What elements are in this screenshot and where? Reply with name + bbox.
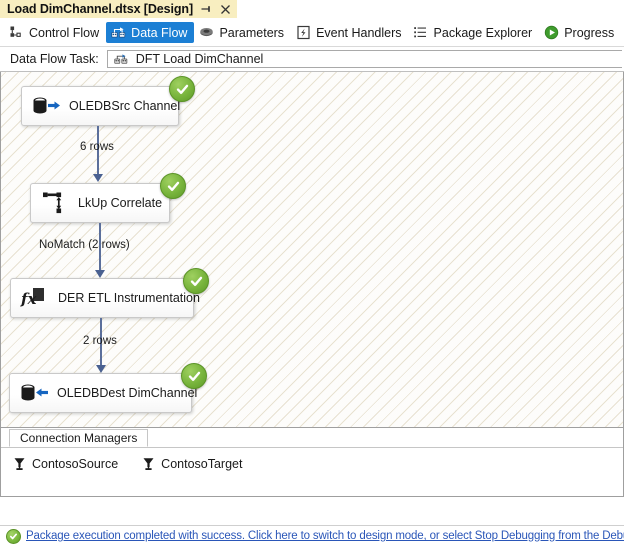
status-badge-success-2 — [160, 173, 186, 199]
document-tab[interactable]: Load DimChannel.dtsx [Design] — [0, 0, 238, 18]
data-flow-task-label: Data Flow Task: — [10, 52, 99, 66]
tab-package-explorer[interactable]: Package Explorer — [409, 22, 540, 43]
oledb-destination-icon — [17, 376, 51, 410]
data-flow-task-icon — [113, 51, 129, 67]
node-oledbdest-dimchannel-label: OLEDBDest DimChannel — [57, 386, 198, 400]
connection-manager-contososource[interactable]: ContosoSource — [11, 456, 118, 472]
edge-label-nomatch: NoMatch (2 rows) — [39, 239, 130, 251]
node-der-etl-instrumentation[interactable]: fx DER ETL Instrumentation — [10, 278, 200, 318]
status-message-link[interactable]: Package execution completed with success… — [26, 530, 624, 542]
pin-icon[interactable] — [201, 4, 212, 15]
connection-managers-tabstrip: Connection Managers — [1, 428, 623, 448]
node-lkup-correlate-label: LkUp Correlate — [78, 196, 163, 210]
edge-arrow-2 — [95, 270, 105, 278]
tab-data-flow[interactable]: Data Flow — [106, 22, 195, 43]
tab-control-flow-label: Control Flow — [29, 25, 100, 40]
success-check-icon — [6, 528, 21, 544]
tab-connection-managers-label: Connection Managers — [20, 431, 138, 445]
close-icon[interactable] — [220, 4, 231, 15]
tab-event-handlers[interactable]: Event Handlers — [291, 22, 408, 43]
derived-column-icon: fx — [18, 281, 52, 315]
document-tab-title: Load DimChannel.dtsx [Design] — [7, 2, 194, 16]
tab-progress[interactable]: Progress — [539, 22, 621, 43]
tab-connection-managers[interactable]: Connection Managers — [9, 429, 149, 447]
oledb-source-icon — [29, 89, 63, 123]
package-explorer-icon — [413, 25, 429, 41]
edge-label-2-rows: 2 rows — [83, 335, 117, 347]
tab-package-explorer-label: Package Explorer — [433, 25, 533, 40]
document-tab-bar: Load DimChannel.dtsx [Design] — [0, 0, 624, 19]
edge-line-2 — [99, 223, 101, 272]
parameters-icon — [198, 25, 214, 41]
edge-arrow-1 — [93, 174, 103, 182]
connection-manager-contosotarget-label: ContosoTarget — [161, 457, 243, 471]
pane-spacer — [0, 497, 624, 525]
edge-label-6-rows: 6 rows — [80, 141, 114, 153]
tab-data-flow-label: Data Flow — [131, 25, 188, 40]
lookup-icon — [38, 186, 72, 220]
tab-event-handlers-label: Event Handlers — [316, 25, 402, 40]
edge-arrow-3 — [96, 365, 106, 373]
status-badge-success-4 — [181, 363, 207, 389]
designer-tab-strip: Control Flow Data Flow Parameters — [0, 19, 624, 47]
connection-manager-contososource-label: ContosoSource — [32, 457, 119, 471]
progress-icon — [543, 25, 559, 41]
data-flow-task-dropdown[interactable]: DFT Load DimChannel — [106, 50, 622, 68]
status-badge-success-3 — [183, 268, 209, 294]
edge-line-1 — [97, 126, 99, 176]
status-badge-success-1 — [169, 76, 195, 102]
connection-managers-list: ContosoSource ContosoTarget — [1, 448, 623, 472]
node-oledbsrc-channel[interactable]: OLEDBSrc Channel — [21, 86, 180, 126]
data-flow-canvas[interactable]: OLEDBSrc Channel 6 rows LkUp Correlate — [0, 72, 624, 427]
connection-manager-contosotarget[interactable]: ContosoTarget — [140, 456, 242, 472]
control-flow-icon — [8, 25, 24, 41]
data-flow-task-value: DFT Load DimChannel — [135, 52, 264, 66]
connection-managers-pane: Connection Managers ContosoSource — [0, 427, 624, 497]
connection-icon — [140, 456, 156, 472]
edge-line-3 — [100, 318, 102, 367]
status-bar: Package execution completed with success… — [0, 525, 624, 546]
tab-progress-label: Progress — [564, 25, 615, 40]
tab-parameters[interactable]: Parameters — [194, 22, 291, 43]
svg-text:fx: fx — [20, 290, 37, 308]
data-flow-icon — [110, 25, 126, 41]
tab-control-flow[interactable]: Control Flow — [4, 22, 106, 43]
node-oledbsrc-channel-label: OLEDBSrc Channel — [69, 99, 181, 113]
node-oledbdest-dimchannel[interactable]: OLEDBDest DimChannel — [9, 373, 197, 413]
connection-icon — [11, 456, 27, 472]
node-der-etl-instrumentation-label: DER ETL Instrumentation — [58, 291, 200, 305]
data-flow-task-bar: Data Flow Task: DFT Load DimChannel — [0, 47, 624, 72]
event-handlers-icon — [295, 25, 311, 41]
node-lkup-correlate[interactable]: LkUp Correlate — [30, 183, 170, 223]
tab-parameters-label: Parameters — [219, 25, 285, 40]
